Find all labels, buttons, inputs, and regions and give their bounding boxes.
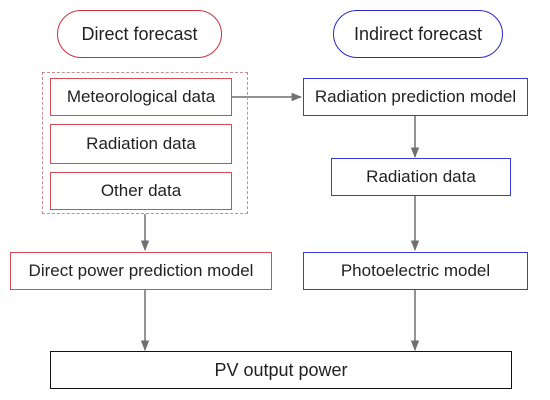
pv-output-power-box: PV output power	[50, 351, 512, 389]
radiation-prediction-model-box: Radiation prediction model	[303, 78, 528, 116]
meteorological-data-box: Meteorological data	[50, 78, 232, 116]
direct-power-prediction-model-box: Direct power prediction model	[10, 252, 272, 290]
photoelectric-model-box: Photoelectric model	[303, 252, 528, 290]
direct-forecast-header: Direct forecast	[57, 10, 222, 58]
direct-inputs-group	[42, 72, 248, 214]
other-data-box: Other data	[50, 172, 232, 210]
radiation-data-input-box: Radiation data	[50, 124, 232, 164]
radiation-data-output-box: Radiation data	[331, 158, 511, 196]
indirect-forecast-header: Indirect forecast	[333, 10, 503, 58]
